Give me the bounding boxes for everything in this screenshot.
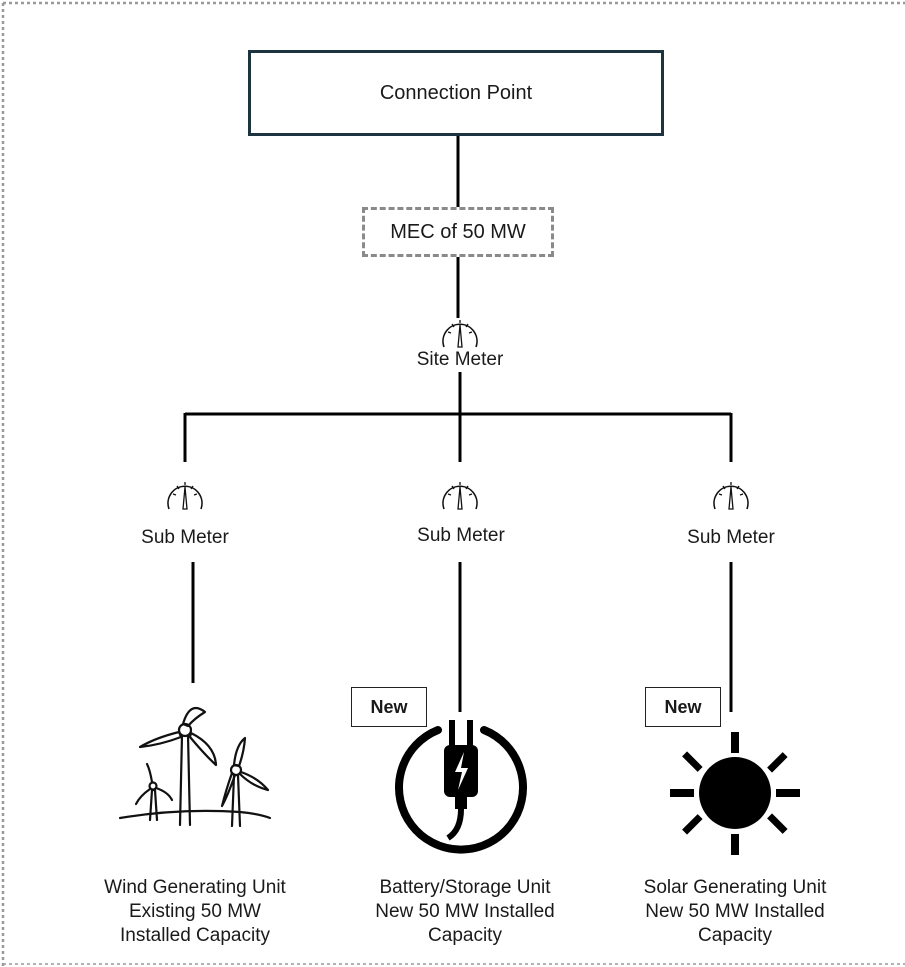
solar-caption: Solar Generating Unit New 50 MW Installe… — [605, 876, 865, 948]
mec-box: MEC of 50 MW — [362, 207, 554, 257]
sun-icon — [670, 732, 800, 855]
site-meter-label: Site Meter — [416, 349, 504, 370]
battery-plug-icon — [395, 720, 527, 854]
wind-caption-line-2: Existing 50 MW — [129, 901, 261, 922]
wind-turbine-icon — [118, 706, 272, 828]
battery-caption-line-3: Capacity — [428, 925, 502, 946]
wind-caption-line-1: Wind Generating Unit — [104, 877, 286, 898]
battery-new-badge: New — [351, 687, 427, 727]
battery-caption-line-1: Battery/Storage Unit — [379, 877, 551, 898]
wind-sub-meter-label: Sub Meter — [141, 527, 229, 548]
connection-point-label: Connection Point — [379, 81, 533, 104]
solar-sub-meter-icon — [713, 482, 749, 510]
mec-label: MEC of 50 MW — [390, 220, 526, 243]
battery-sub-meter-label: Sub Meter — [417, 525, 505, 546]
solar-caption-line-2: New 50 MW Installed — [645, 901, 825, 922]
solar-sub-meter-label: Sub Meter — [687, 527, 775, 548]
solar-new-badge: New — [645, 687, 721, 727]
wind-caption: Wind Generating Unit Existing 50 MW Inst… — [55, 876, 335, 948]
battery-caption-line-2: New 50 MW Installed — [375, 901, 555, 922]
battery-sub-meter-icon — [442, 482, 478, 510]
site-meter-icon — [442, 320, 478, 348]
solar-caption-line-1: Solar Generating Unit — [643, 877, 827, 898]
connection-point-box: Connection Point — [248, 50, 664, 136]
solar-caption-line-3: Capacity — [698, 925, 772, 946]
wind-sub-meter-icon — [167, 482, 203, 510]
battery-caption: Battery/Storage Unit New 50 MW Installed… — [335, 876, 595, 948]
wind-caption-line-3: Installed Capacity — [120, 925, 270, 946]
